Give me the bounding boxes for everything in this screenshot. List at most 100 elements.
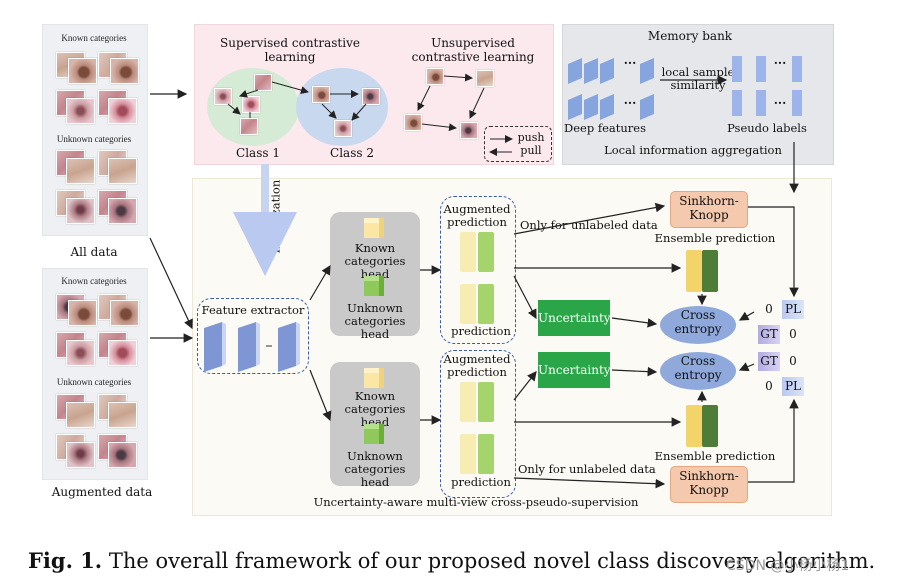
- skin-image: [108, 442, 137, 468]
- ensemble-unknown-bar: [702, 250, 718, 292]
- gt-cell: GT: [758, 352, 780, 371]
- skin-image: [66, 340, 95, 366]
- prediction-label: prediction: [451, 475, 511, 489]
- zero-cell: 0: [765, 302, 773, 316]
- all-data-caption: All data: [70, 245, 118, 259]
- unknown-head-cube: [364, 276, 384, 296]
- aggregation-label: Local information aggregation: [604, 143, 782, 157]
- skin-image: [108, 402, 137, 428]
- known-logit-bar: [460, 434, 476, 474]
- skin-image: [108, 198, 137, 224]
- unknown-head-label: Unknown categories head: [344, 449, 406, 490]
- unsupervised-contrastive-title: Unsupervised contrastive learning: [411, 36, 535, 64]
- similarity-label: local sample similarity: [661, 65, 735, 93]
- unknown-head-label: Unknown categories head: [344, 301, 406, 342]
- skin-image: [66, 98, 95, 124]
- cross-entropy-bottom: Cross entropy: [660, 352, 736, 390]
- skin-image: [110, 58, 139, 84]
- pl-cell: PL: [782, 377, 804, 396]
- known-logit-bar: [460, 232, 476, 272]
- memory-bank-panel: [562, 24, 834, 165]
- zero-cell: 0: [789, 327, 797, 341]
- zero-cell: 0: [765, 379, 773, 393]
- deep-features-label: Deep features: [564, 121, 646, 135]
- skin-image: [312, 86, 330, 103]
- deep-feature-blocks: [568, 58, 654, 120]
- known-head-label: Known categories head: [344, 389, 406, 430]
- ellipsis: ...: [623, 53, 637, 67]
- feature-extractor-blocks: [204, 322, 300, 372]
- supervised-contrastive-title: Supervised contrastive learning: [220, 36, 360, 64]
- skin-image: [66, 198, 95, 224]
- gt-cell: GT: [758, 325, 780, 344]
- prediction-label: prediction: [451, 324, 511, 338]
- skin-image: [68, 300, 97, 326]
- skin-image: [68, 58, 97, 84]
- ellipsis: ...: [773, 53, 787, 67]
- unknown-logit-bar: [478, 382, 494, 422]
- skin-image: [476, 70, 494, 87]
- class2-label: Class 2: [330, 146, 374, 160]
- only-unlabeled-label: Only for unlabeled data: [520, 218, 658, 232]
- ellipsis: ...: [623, 93, 637, 107]
- known-head-cube: [364, 368, 384, 388]
- unsupervised-contrastive-arrows: [417, 73, 513, 156]
- ensemble-known-bar: [686, 405, 702, 447]
- augmented-prediction-label: Augmented prediction: [443, 352, 511, 380]
- skin-image: [460, 122, 478, 139]
- skin-image: [108, 98, 137, 124]
- ensemble-known-bar: [686, 250, 702, 292]
- ensemble-unknown-bar: [702, 405, 718, 447]
- unknown-head-cube: [364, 424, 384, 444]
- figure-caption-text: The overall framework of our proposed no…: [108, 549, 876, 573]
- uncertainty-box-bottom: Uncertainty: [538, 352, 611, 388]
- skin-image: [66, 158, 95, 184]
- skin-image: [362, 88, 380, 105]
- framework-footer-label: Uncertainty-aware multi-view cross-pseud…: [313, 495, 639, 509]
- pull-label: pull: [520, 144, 542, 157]
- watermark-text: CSDN @小杨小杨1: [726, 558, 850, 574]
- unknown-categories-label: Unknown categories: [56, 134, 132, 144]
- ellipsis: ...: [773, 93, 787, 107]
- known-head-cube: [364, 218, 384, 238]
- zero-cell: 0: [789, 354, 797, 368]
- skin-image: [240, 118, 258, 135]
- pseudo-label-blocks: [732, 56, 802, 116]
- ensemble-prediction-label: Ensemble prediction: [654, 231, 776, 245]
- known-logit-bar: [460, 382, 476, 422]
- augmented-prediction-label: Augmented prediction: [443, 202, 511, 230]
- augmented-data-caption: Augmented data: [51, 485, 153, 499]
- cross-entropy-top: Cross entropy: [660, 306, 736, 344]
- skin-image: [404, 114, 422, 131]
- skin-image: [254, 74, 272, 91]
- skin-image: [214, 88, 232, 105]
- known-logit-bar: [460, 284, 476, 324]
- feature-extractor-box: [197, 298, 309, 374]
- sinkhorn-knopp-bottom: Sinkhorn-Knopp: [670, 466, 748, 503]
- pseudo-labels-label: Pseudo labels: [727, 121, 807, 135]
- push-pull-legend: [484, 126, 552, 162]
- skin-image: [110, 300, 139, 326]
- skin-image: [108, 340, 137, 366]
- supervised-contrastive-arrows: [227, 81, 367, 121]
- skin-image: [66, 402, 95, 428]
- class1-label: Class 1: [236, 146, 280, 160]
- unknown-logit-bar: [478, 284, 494, 324]
- memory-bank-title: Memory bank: [647, 29, 733, 43]
- only-unlabeled-label: Only for unlabeled data: [518, 462, 656, 476]
- uncertainty-box-top: Uncertainty: [538, 300, 611, 336]
- unknown-categories-label: Unknown categories: [56, 377, 132, 387]
- unknown-logit-bar: [478, 434, 494, 474]
- skin-image: [242, 96, 260, 113]
- skin-image: [426, 68, 444, 85]
- push-label: push: [517, 131, 545, 144]
- ensemble-prediction-label: Ensemble prediction: [654, 449, 776, 463]
- known-categories-label: Known categories: [61, 33, 127, 43]
- skin-image: [108, 158, 137, 184]
- unknown-logit-bar: [478, 232, 494, 272]
- feature-extractor-label: Feature extractor: [201, 303, 305, 317]
- pl-cell: PL: [782, 300, 804, 319]
- known-categories-label: Known categories: [61, 276, 127, 286]
- skin-image: [66, 442, 95, 468]
